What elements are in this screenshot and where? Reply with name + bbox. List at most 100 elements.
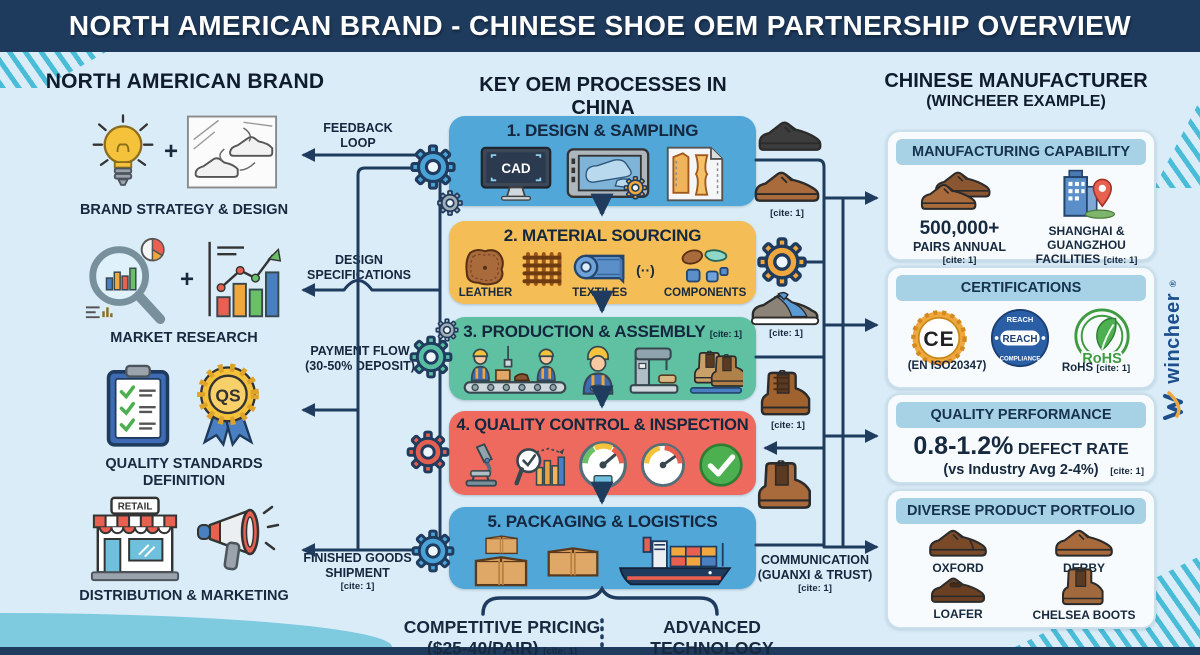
step2-title: 2. MATERIAL SOURCING	[503, 226, 702, 245]
product-oxford: OXFORD	[895, 527, 1021, 575]
shipment-line1: FINISHED GOODS	[303, 551, 412, 565]
cad-monitor-icon: CAD	[480, 146, 551, 201]
manufacturing-capability-box: MANUFACTURING CAPABILITY 500,000+ PAIRS …	[886, 130, 1156, 266]
leather-icon	[465, 248, 505, 286]
gear-icon	[410, 144, 456, 190]
finished-goods-label: FINISHED GOODS SHIPMENT [cite: 1]	[295, 551, 420, 592]
bottom-bar	[0, 647, 1200, 655]
manufacturing-capability-title: MANUFACTURING CAPABILITY	[896, 139, 1146, 165]
distribution-item: RETAIL	[50, 494, 318, 605]
chelsea-label: CHELSEA BOOTS	[1032, 608, 1136, 622]
communication-cite: [cite: 1]	[798, 583, 832, 594]
outcome-brace	[481, 585, 719, 616]
certifications-box: CERTIFICATIONS CE REACH COMPLIANCE REACH	[886, 266, 1156, 389]
reach-badge-icon: REACH COMPLIANCE REACH	[990, 308, 1050, 368]
quality-standards-text: QUALITY STANDARDS DEFINITION	[105, 456, 263, 490]
step3-cite: [cite: 1]	[709, 329, 742, 340]
facility-building-icon	[1062, 169, 1115, 219]
cargo-ship-icon	[618, 536, 732, 585]
step5-title: 5. PACKAGING & LOGISTICS	[487, 512, 718, 531]
pricing-cite: [cite: 1]	[543, 645, 578, 655]
chelsea-boot-icon	[757, 460, 812, 509]
megaphone-icon	[197, 505, 280, 571]
textiles-label: TEXTILES	[572, 287, 628, 299]
facility-line3: FACILITIES [cite: 1]	[1027, 252, 1147, 266]
communication-line2: (GUANXI & TRUST)	[757, 568, 873, 582]
quality-cite: [cite: 1]	[1110, 466, 1144, 477]
pattern-pieces-icon	[666, 146, 723, 201]
competitive-pricing-label: COMPETITIVE PRICING ($25-40/PAIR) [cite:…	[398, 617, 606, 655]
title-banner: NORTH AMERICAN BRAND - CHINESE SHOE OEM …	[0, 0, 1200, 52]
ce-sub-label: (EN ISO20347)	[907, 360, 987, 372]
brand-strategy-label: BRAND STRATEGY & DESIGN	[79, 202, 289, 218]
shoe-cite: [cite: 1]	[770, 208, 804, 219]
facility-cite: [cite: 1]	[1103, 255, 1138, 267]
sneaker-icon	[750, 291, 820, 326]
design-line2: SPECIFICATIONS	[307, 268, 411, 282]
facilities-info: SHANGHAI & GUANGZHOU FACILITIES [cite: 1…	[1027, 169, 1147, 267]
gauge-icon	[640, 443, 685, 487]
wincheer-logo: wincheer ®	[1153, 265, 1193, 435]
rohs-cite: [cite: 1]	[1096, 363, 1131, 374]
step-production-assembly: 3. PRODUCTION & ASSEMBLY [cite: 1]	[449, 317, 756, 400]
inspection-chart-icon	[513, 447, 565, 486]
portfolio-title: DIVERSE PRODUCT PORTFOLIO	[896, 498, 1146, 524]
certifications-title: CERTIFICATIONS	[896, 275, 1146, 301]
wave-blob-bottom-left	[0, 613, 392, 647]
microscope-icon	[465, 443, 497, 487]
gear-icon	[406, 430, 450, 474]
casual-shoe-icon	[754, 171, 820, 202]
step-design-sampling: 1. DESIGN & SAMPLING CAD	[449, 116, 756, 206]
step-packaging-logistics: 5. PACKAGING & LOGISTICS	[449, 507, 756, 589]
ce-badge-icon: CE	[910, 310, 967, 366]
retail-store-icon: RETAIL	[90, 496, 180, 582]
worker-figure	[536, 348, 556, 382]
capacity-stat: 500,000+ PAIRS ANNUAL [cite: 1]	[896, 169, 1024, 266]
sewing-machine-icon	[629, 347, 678, 394]
step3-title-text: 3. PRODUCTION & ASSEMBLY	[463, 322, 706, 341]
distribution-label: DISTRIBUTION & MARKETING	[79, 588, 289, 604]
magnifier-chart-icon	[85, 237, 166, 325]
facility-line3-text: FACILITIES	[1035, 252, 1101, 267]
pricing-line2: ($25-40/PAIR) [cite: 1]	[398, 638, 606, 655]
quality-performance-title: QUALITY PERFORMANCE	[896, 402, 1146, 428]
step-material-sourcing: 2. MATERIAL SOURCING LEATHER	[449, 221, 756, 304]
design-line1: DESIGN	[335, 253, 383, 267]
checklist-icon	[106, 364, 170, 447]
lightbulb-icon	[92, 114, 154, 186]
payment-line1: PAYMENT FLOW	[310, 344, 410, 358]
gauge-icon	[578, 441, 627, 489]
boots-pair-icon	[689, 350, 743, 394]
gear-icon	[757, 237, 807, 287]
assembly-line-icon	[463, 345, 566, 394]
feedback-loop-label: FEEDBACK LOOP	[303, 121, 413, 151]
step1-title: 1. DESIGN & SAMPLING	[506, 121, 699, 140]
box-stack-icon	[474, 534, 527, 586]
facility-line1: SHANGHAI &	[1048, 224, 1125, 238]
communication-label: COMMUNICATION (GUANXI & TRUST) [cite: 1]	[752, 553, 878, 594]
registered-mark: ®	[1168, 280, 1178, 287]
step-quality-control: 4. QUALITY CONTROL & INSPECTION	[449, 411, 756, 495]
rohs-label-text: RoHS	[1061, 362, 1094, 374]
plus-sign: +	[179, 265, 194, 293]
market-research-item: + MARKET RESEARCH	[50, 234, 318, 347]
loafer-label: LOAFER	[933, 607, 983, 621]
ce-text: CE	[923, 328, 954, 351]
industry-comparison: (vs Industry Avg 2-4%)	[943, 461, 1099, 478]
qs-badge-icon: QS	[197, 363, 259, 448]
shoe-sketch-icon	[186, 115, 278, 189]
reach-ring-top-text: REACH	[1007, 315, 1034, 324]
components-icon	[681, 249, 729, 283]
corner-stripes-top-right	[1154, 100, 1200, 188]
growth-chart-icon	[208, 241, 282, 318]
quality-standards-item: QS QUALITY STANDARDS DEFINITION	[50, 360, 318, 490]
components-label: COMPONENTS	[663, 287, 747, 299]
oxford-label: OXFORD	[932, 561, 984, 575]
derby-shoe-black-icon	[758, 121, 822, 151]
wincheer-mark-icon	[1163, 390, 1183, 420]
capacity-cite: [cite: 1]	[942, 255, 977, 267]
capacity-label: PAIRS ANNUAL	[912, 240, 1007, 255]
chelsea-boot-small-icon	[1061, 567, 1104, 606]
wincheer-brand-text: wincheer	[1161, 292, 1184, 384]
